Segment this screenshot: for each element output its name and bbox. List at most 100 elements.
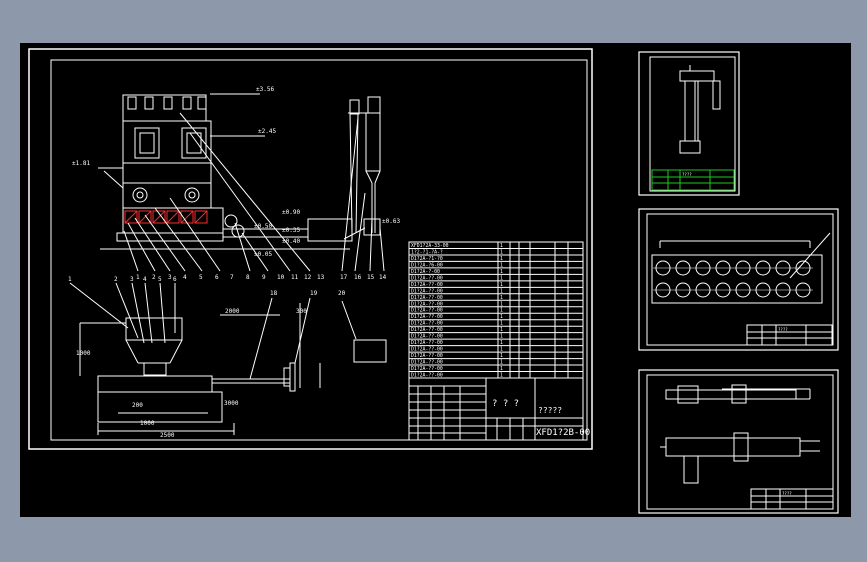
- bom-row-text: D1?2A-??-00: [411, 366, 443, 372]
- svg-text:±2.45: ±2.45: [258, 128, 276, 135]
- svg-text:11: 11: [291, 274, 299, 281]
- svg-text:14: 14: [379, 274, 387, 281]
- svg-text:1000: 1000: [76, 350, 91, 357]
- title-block: ? ? ? ????? XFD1?2B-00: [408, 377, 590, 441]
- svg-text:5: 5: [199, 274, 203, 281]
- svg-text:2000: 2000: [225, 308, 240, 315]
- bom-row-qty: 1: [500, 360, 503, 366]
- bom-row-qty: 1: [500, 366, 503, 372]
- svg-text:15: 15: [367, 274, 375, 281]
- sheet-c-title-block: [750, 488, 834, 510]
- bom-row-qty: 1: [500, 256, 503, 262]
- bom-row-qty: 1: [500, 275, 503, 281]
- bom-row-qty: 1: [500, 295, 503, 301]
- svg-text:13: 13: [317, 274, 325, 281]
- svg-text:1: 1: [68, 276, 72, 283]
- svg-text:2: 2: [152, 274, 156, 281]
- svg-text:17: 17: [340, 274, 348, 281]
- bom-row-text: D1?2A-??-00: [411, 275, 443, 281]
- bom-row-text: D1?2A-??-00: [411, 373, 443, 379]
- svg-text:20: 20: [338, 290, 346, 297]
- mixer-assembly: [69, 282, 387, 435]
- svg-text:300: 300: [296, 308, 307, 315]
- svg-text:±1.81: ±1.81: [72, 160, 90, 167]
- sheet-a-label: ????: [682, 172, 692, 177]
- red-machine-units: [124, 210, 208, 224]
- svg-text:4: 4: [183, 274, 187, 281]
- bom-row-text: D1?2A-??-00: [411, 282, 443, 288]
- svg-text:5: 5: [158, 276, 162, 283]
- bom-row-text: D1?2A-??-00: [411, 360, 443, 366]
- sheet-c-label: ????: [782, 491, 792, 496]
- svg-text:±0.90: ±0.90: [282, 209, 300, 216]
- bom-row-text: D1?2A-??-00: [411, 288, 443, 294]
- svg-text:4: 4: [143, 276, 147, 283]
- sheet-b-holes: [653, 260, 813, 298]
- sheet-c: ????: [638, 369, 839, 514]
- bom-row-qty: 1: [500, 308, 503, 314]
- cad-viewport[interactable]: ±3.56 ±2.45 ±1.81 ±0.90 ±0.50 ±0.35 ±0.4…: [20, 43, 851, 517]
- sheet-b-label: ????: [778, 327, 788, 332]
- bom-row-qty: 1: [500, 249, 503, 255]
- svg-text:19: 19: [310, 290, 318, 297]
- sheet-a-title-block: [651, 169, 735, 191]
- main-sheet-inner-border: [50, 59, 588, 441]
- elevation-marks: ±3.56 ±2.45 ±1.81 ±0.90 ±0.50 ±0.35 ±0.4…: [72, 86, 400, 258]
- bom-row-text: D1?2A-?1-?0: [411, 256, 443, 262]
- svg-text:3: 3: [130, 276, 134, 283]
- bom-row-text: D1?2A-??-00: [411, 347, 443, 353]
- bom-row-qty: 1: [500, 347, 503, 353]
- svg-text:7: 7: [230, 274, 234, 281]
- bom-row-text: D1?2A-??-00: [411, 301, 443, 307]
- bom-row-text: D1?2A-??-00: [411, 321, 443, 327]
- bom-row-qty: 1: [500, 321, 503, 327]
- bom-row-qty: 1: [500, 301, 503, 307]
- sheet-a: ????: [638, 51, 740, 196]
- svg-text:10: 10: [277, 274, 285, 281]
- svg-text:9: 9: [262, 274, 266, 281]
- svg-text:±0.63: ±0.63: [382, 218, 400, 225]
- bom-row-text: D1?2A-??-00: [411, 295, 443, 301]
- bom-row-text: D1?2A-??-00: [411, 327, 443, 333]
- sheet-b-title-block: [746, 324, 833, 346]
- dust-collector: [341, 96, 385, 272]
- bom-row-qty: 1: [500, 327, 503, 333]
- main-sheet: ±3.56 ±2.45 ±1.81 ±0.90 ±0.50 ±0.35 ±0.4…: [28, 48, 593, 450]
- bom-row-qty: 1: [500, 282, 503, 288]
- svg-text:12: 12: [304, 274, 312, 281]
- svg-text:±0.35: ±0.35: [282, 227, 300, 234]
- svg-text:3000: 3000: [224, 400, 239, 407]
- drawing-canvas[interactable]: ±3.56 ±2.45 ±1.81 ±0.90 ±0.50 ±0.35 ±0.4…: [20, 43, 851, 517]
- svg-text:6: 6: [215, 274, 219, 281]
- company-placeholder: ?????: [538, 406, 562, 415]
- svg-text:6: 6: [173, 276, 177, 283]
- svg-text:1000: 1000: [140, 420, 155, 427]
- bom-row-text: D1?2A-??-00: [411, 353, 443, 359]
- svg-text:200: 200: [132, 402, 143, 409]
- svg-text:2500: 2500: [160, 432, 175, 439]
- bom-row-text: D1?2A-?-00: [411, 269, 440, 275]
- bom-row-qty: 1: [500, 269, 503, 275]
- bom-row-qty: 1: [500, 314, 503, 320]
- svg-text:18: 18: [270, 290, 278, 297]
- bom-row-text: 1?2-?1-?A-?: [411, 249, 443, 255]
- bom-row-text: D1?2A-??-00: [411, 314, 443, 320]
- bom-row-qty: 1: [500, 288, 503, 294]
- svg-text:1: 1: [136, 274, 140, 281]
- sheet-b: ????: [638, 208, 839, 351]
- bom-row-text: D1?2A-??-00: [411, 308, 443, 314]
- bom-row-qty: 1: [500, 373, 503, 379]
- drawing-number: XFD1?2B-00: [536, 428, 590, 438]
- svg-text:8: 8: [246, 274, 250, 281]
- svg-text:±0.40: ±0.40: [282, 238, 300, 245]
- title-placeholder: ? ? ?: [492, 399, 519, 409]
- svg-text:2: 2: [114, 276, 118, 283]
- bom-row-text: D1?2A-??-00: [411, 340, 443, 346]
- bom-row-qty: 1: [500, 262, 503, 268]
- bom-row-qty: 1: [500, 243, 503, 249]
- svg-text:16: 16: [354, 274, 362, 281]
- leader-lines: [103, 112, 311, 272]
- svg-text:3: 3: [168, 274, 172, 281]
